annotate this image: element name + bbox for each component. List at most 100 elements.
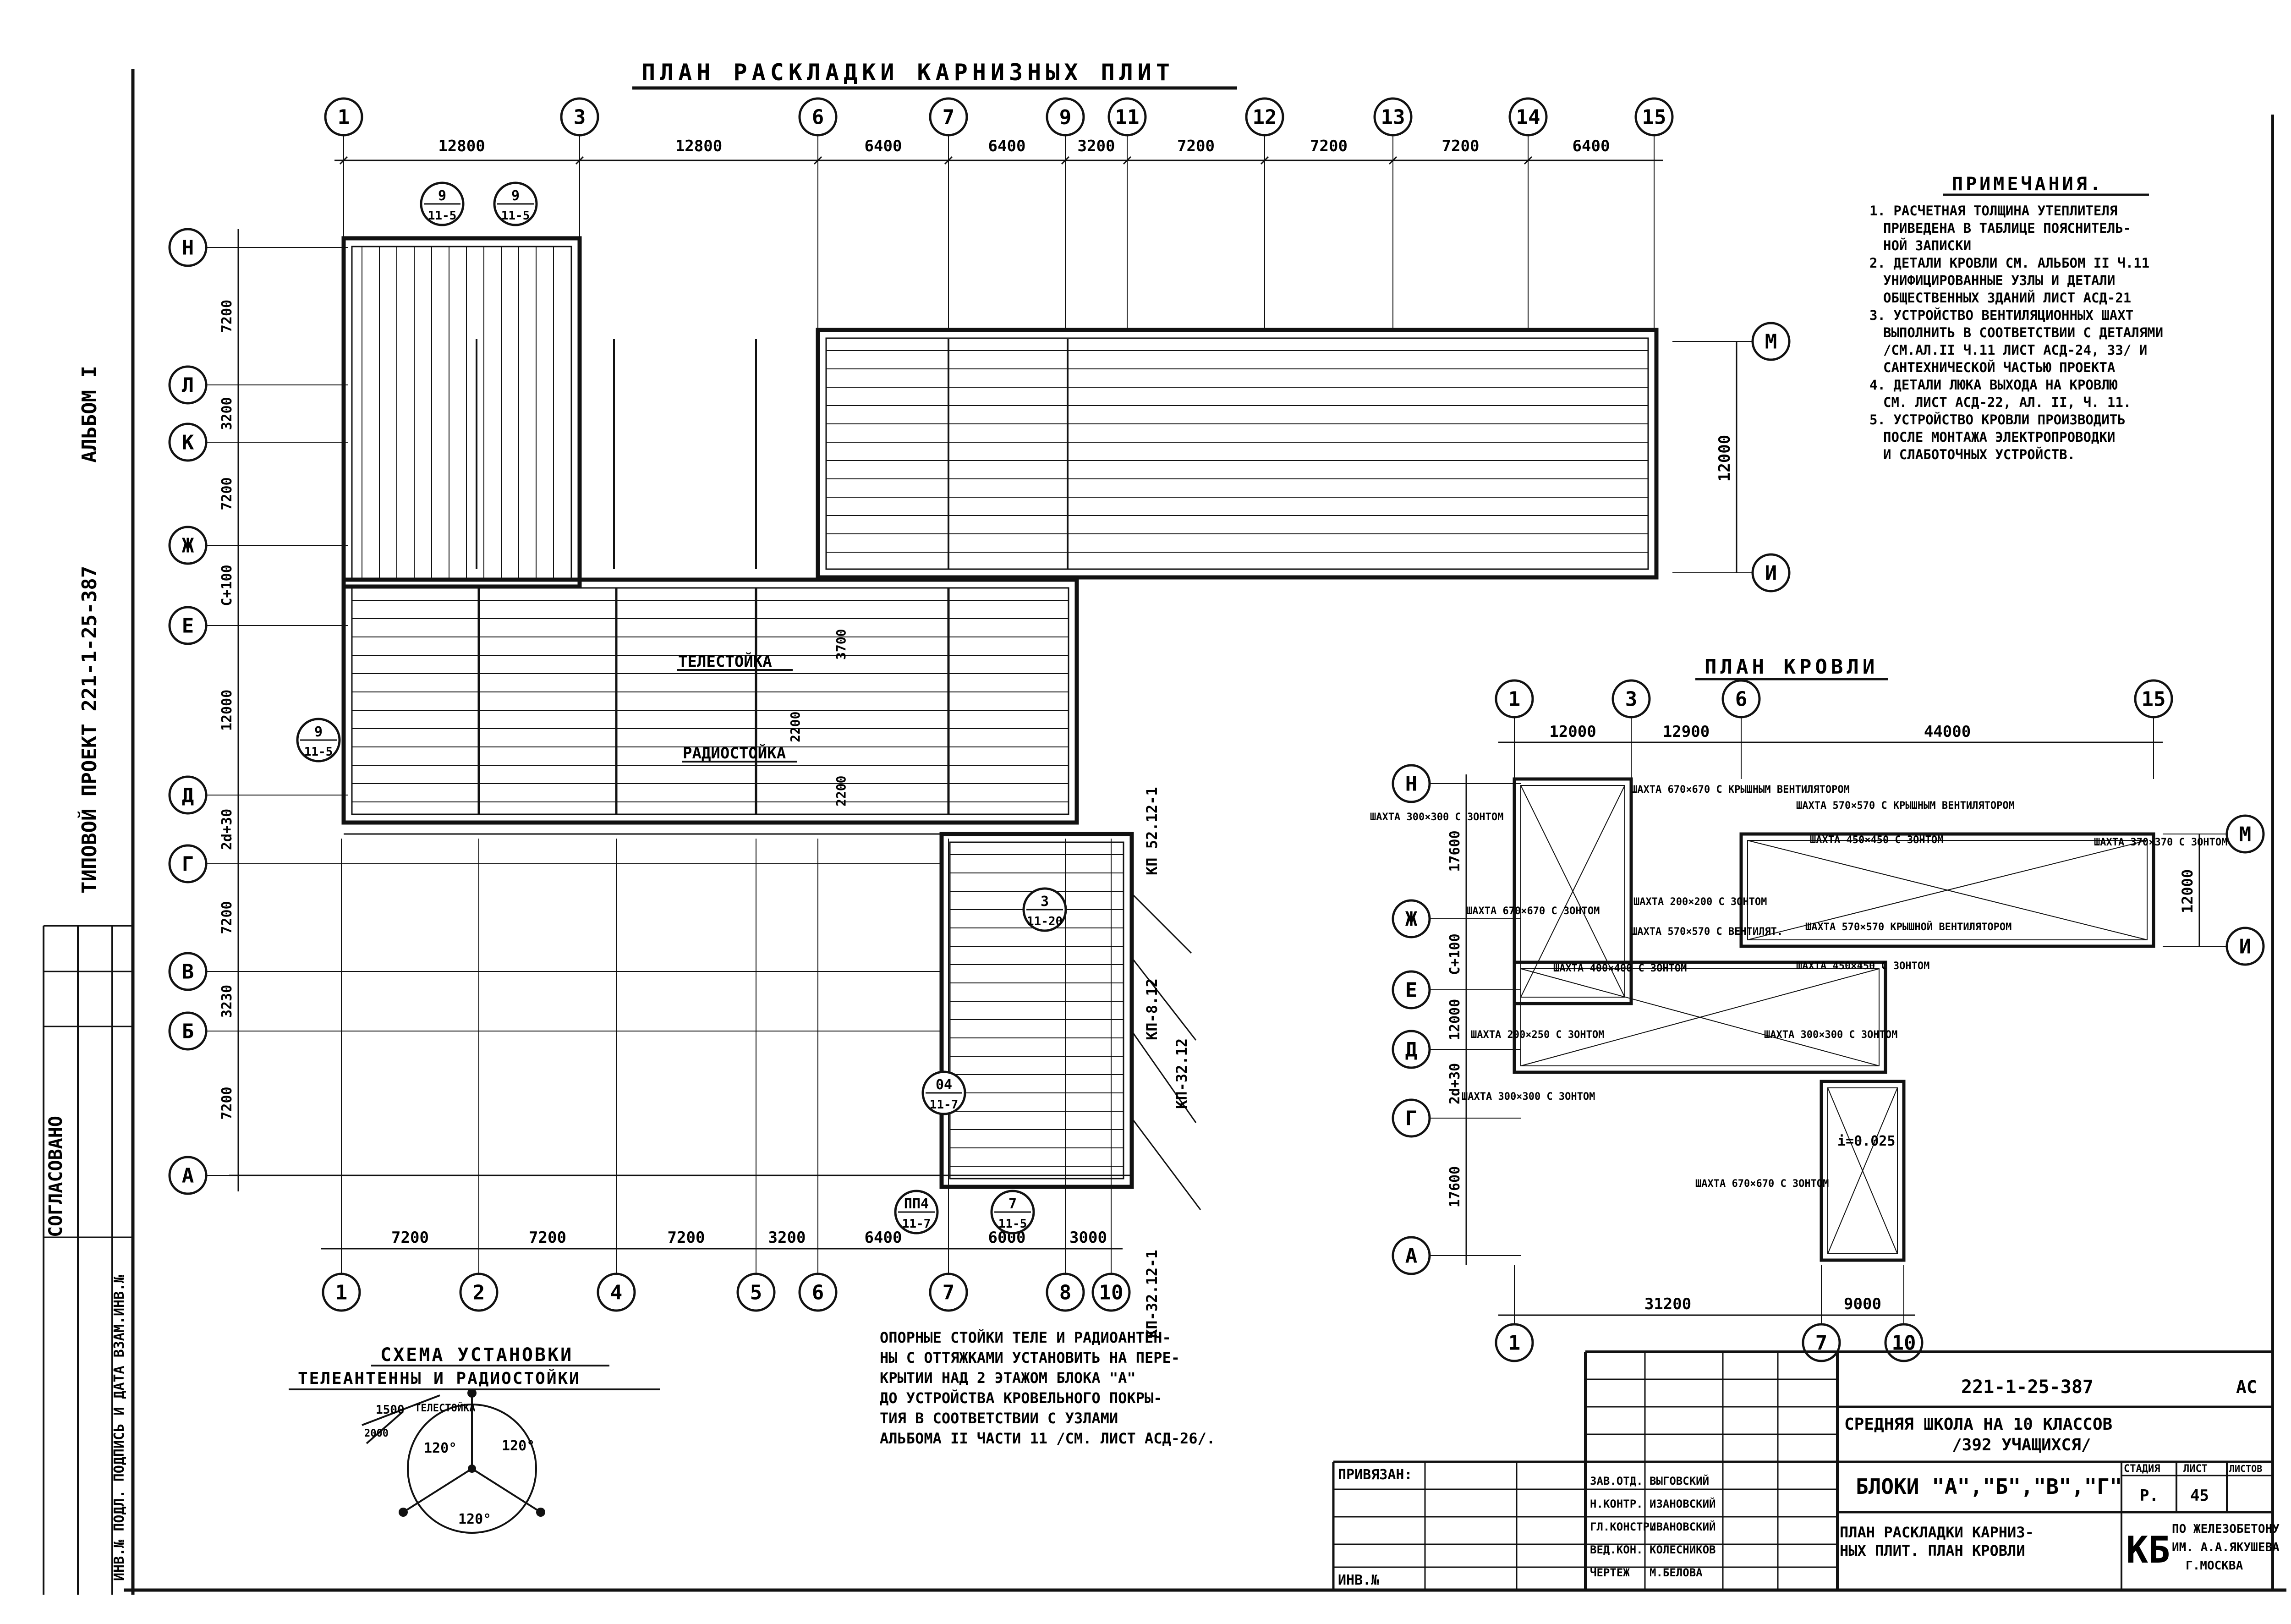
axis-bubble-label: 6	[1735, 687, 1748, 711]
callout-bottom: 11-5	[998, 1217, 1027, 1231]
schema-title-2: ТЕЛЕАНТЕННЫ И РАДИОСТОЙКИ	[298, 1369, 581, 1388]
roof-ridge	[1699, 968, 1880, 1018]
axis-bubble-label: 10	[1099, 1281, 1124, 1304]
plan-left-axis-В: В	[168, 952, 208, 991]
small-dim-1: 3700	[833, 629, 849, 660]
plan-right-axis-М: М	[1751, 322, 1791, 361]
stamp-role: ЗАВ.ОТД.	[1590, 1475, 1643, 1487]
schema-node-center	[468, 1465, 476, 1473]
stamp-school: СРЕДНЯЯ ШКОЛА НА 10 КЛАССОВ	[1844, 1415, 2112, 1434]
roof-block-c-inner	[1520, 968, 1880, 1066]
plan-top-dim: 7200	[1442, 137, 1480, 155]
roof-top-axis-15: 15	[2134, 679, 2173, 719]
callout-top: 9	[314, 724, 323, 740]
stamp-binding: ПРИВЯЗАН:	[1338, 1467, 1413, 1483]
antenna-schema: СХЕМА УСТАНОВКИ ТЕЛЕАНТЕННЫ И РАДИОСТОЙК…	[289, 1344, 660, 1534]
plan-top-axis-9: 9	[1046, 97, 1085, 137]
axis-bubble-label: В	[182, 960, 194, 983]
stamp-sheet-header: ЛИСТ	[2183, 1463, 2208, 1475]
plan-left-dim: 7200	[219, 477, 235, 510]
installation-note-line: ТИЯ В СООТВЕТСТВИИ С УЗЛАМИ	[880, 1410, 1118, 1427]
axis-bubble-label: Ж	[182, 534, 194, 557]
block-upper-left-inner	[351, 246, 572, 579]
block-lower-inner	[949, 841, 1124, 1180]
roof-ridge	[1827, 1087, 1863, 1171]
roof-shaft-label: ШАХТА 400×400 С ЗОНТОМ	[1553, 963, 1687, 974]
plan-bottom-dim: 7200	[529, 1229, 566, 1247]
plan-top-dim: 7200	[1177, 137, 1215, 155]
roof-shaft-label: ШАХТА 670×670 С ЗОНТОМ	[1695, 1178, 1829, 1190]
stamp-role: Н.КОНТР.	[1590, 1498, 1643, 1510]
plan-left-axis-А: А	[168, 1156, 208, 1195]
plan-grid	[229, 236, 1659, 1210]
note-line: ПРИВЕДЕНА В ТАБЛИЦЕ ПОЯСНИТЕЛЬ-	[1883, 220, 2131, 236]
plan-top-dim: 12800	[438, 137, 485, 155]
note-line: САНТЕХНИЧЕСКОЙ ЧАСТЬЮ ПРОЕКТА	[1883, 360, 2115, 375]
stamp-people: ЗАВ.ОТД.Н.КОНТР.ГЛ.КОНСТР.ВЕД.КОН.ЧЕРТЕЖ…	[1590, 1474, 1716, 1579]
schema-title-1: СХЕМА УСТАНОВКИ	[380, 1344, 573, 1366]
roof-top-axis-6: 6	[1721, 679, 1761, 719]
axis-bubble-label: Н	[182, 236, 194, 259]
block-middle	[341, 577, 1079, 825]
stamp-role: ВЕД.КОН.	[1590, 1543, 1643, 1556]
roof-block-a	[1513, 777, 1633, 1005]
roof-ridge	[1827, 1170, 1863, 1254]
stamp-sheets-header: ЛИСТОВ	[2229, 1463, 2262, 1474]
axis-bubble-label: 12	[1253, 105, 1277, 129]
axis-bubble-label: Л	[182, 373, 194, 397]
plan-left-axis-Л: Л	[168, 365, 208, 405]
stamp-org-3: Г.МОСКВА	[2186, 1559, 2243, 1573]
plan-bottom-axis-2: 2	[459, 1273, 499, 1312]
roof-slope-label: i=0.025	[1837, 1133, 1895, 1149]
leader-line	[1131, 893, 1192, 954]
roof-top-axis-1: 1	[1495, 679, 1534, 719]
plan-bottom-axis-10: 10	[1091, 1273, 1131, 1312]
stamp-name: ВЫГОВСКИЙ	[1650, 1474, 1709, 1487]
roof-top-dim: 44000	[1924, 723, 1971, 741]
plan-top-dim: 12800	[675, 137, 722, 155]
note-line: ВЫПОЛНИТЬ В СООТВЕТСТВИИ С ДЕТАЛЯМИ	[1883, 325, 2163, 340]
dim-tick	[1388, 156, 1398, 165]
plan-top-axis-11: 11	[1107, 97, 1147, 137]
roof-shaft-label: ШАХТА 570×570 С КРЫШНЫМ ВЕНТИЛЯТОРОМ	[1796, 800, 2015, 812]
detail-callout: 911-5	[296, 718, 341, 763]
axis-bubble-label: А	[182, 1164, 194, 1187]
schema-stand-label: ТЕЛЕСТОЙКА	[415, 1402, 475, 1414]
schema-guy-2	[402, 1468, 473, 1513]
note-line: СМ. ЛИСТ АСД-22, АЛ. II, Ч. 11.	[1883, 395, 2131, 410]
plan-left-dim: 2d+30	[219, 809, 235, 850]
axis-bubble-label: 15	[1642, 105, 1666, 129]
schema-dim-2: 2000	[364, 1428, 389, 1439]
stamp-drawing-name-2: НЫХ ПЛИТ. ПЛАН КРОВЛИ	[1840, 1542, 2025, 1559]
roof-ridge	[1747, 840, 1948, 891]
axis-bubble-label: 15	[2142, 687, 2166, 711]
axis-bubble-label: 7	[943, 105, 955, 129]
note-line: 4. ДЕТАЛИ ЛЮКА ВЫХОДА НА КРОВЛЮ	[1869, 377, 2118, 393]
dim-tick	[1524, 156, 1533, 165]
plan-right-axis-И: И	[1751, 553, 1791, 593]
roof-left-axis-Н: Н	[1392, 764, 1431, 803]
block-right-inner	[825, 337, 1649, 570]
roof-ridge	[1572, 891, 1625, 998]
notes-lines: 1. РАСЧЕТНАЯ ТОЛЩИНА УТЕПЛИТЕЛЯПРИВЕДЕНА…	[1869, 203, 2163, 462]
axis-bubble-label: М	[1765, 330, 1777, 353]
callout-top: 04	[936, 1077, 952, 1093]
roof-shaft-label: ШАХТА 300×300 С ЗОНТОМ	[1462, 1091, 1595, 1103]
plan-top-axis-6: 6	[798, 97, 838, 137]
roof-bottom-dim: 9000	[1844, 1295, 1881, 1313]
note-line: 3. УСТРОЙСТВО ВЕНТИЛЯЦИОННЫХ ШАХТ	[1869, 307, 2133, 323]
roof-title: ПЛАН КРОВЛИ	[1705, 655, 1878, 679]
roof-shaft-label: ШАХТА 450×450 С ЗОНТОМ	[1810, 834, 1943, 846]
plan-top-dim: 6400	[865, 137, 902, 155]
tv-stand-label: ТЕЛЕСТОЙКА	[678, 652, 772, 671]
axis-bubble-label: 2	[473, 1281, 485, 1304]
installation-note-line: АЛЬБОМА II ЧАСТИ 11 /СМ. ЛИСТ АСД-26/.	[880, 1430, 1215, 1447]
plan-top-axis-7: 7	[929, 97, 968, 137]
roof-ridge	[1520, 785, 1573, 892]
roof-left-dim: 2d+30	[1447, 1063, 1463, 1104]
roof-top-dim: 12000	[1549, 723, 1596, 741]
axis-bubble-label: 1	[1508, 1331, 1521, 1355]
stamp-org-logo: КБ	[2126, 1529, 2170, 1571]
